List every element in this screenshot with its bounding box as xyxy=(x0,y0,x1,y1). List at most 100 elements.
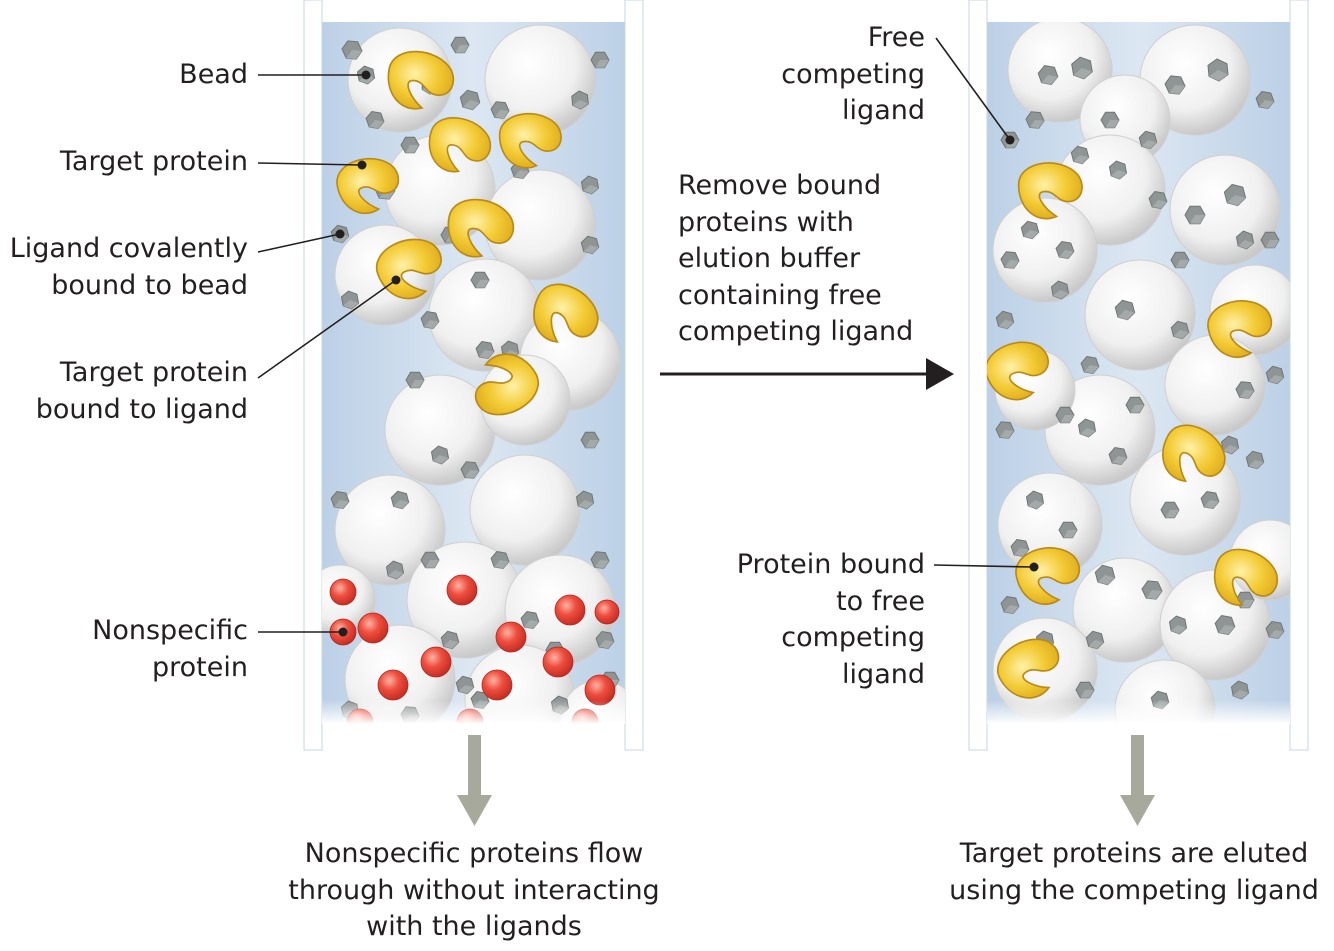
ligand-facet xyxy=(1073,155,1089,164)
label-free-competing-ligand: Free competing ligand xyxy=(781,22,925,126)
nonspecific-leader-dot xyxy=(338,627,348,637)
right-column xyxy=(968,0,1309,751)
ligand-facet xyxy=(1053,290,1069,299)
flow-through-arrow xyxy=(457,735,492,826)
caption-elution: Target proteins are eluted using the com… xyxy=(949,838,1319,906)
ligand-facet xyxy=(1152,200,1167,209)
ligand-facet xyxy=(1165,510,1179,518)
ligand-facet xyxy=(479,350,494,359)
ligand-facet xyxy=(1041,75,1058,85)
ligand-facet xyxy=(1105,120,1119,128)
ligand-facet xyxy=(494,110,509,119)
label-nonspecific-protein: Nonspecific protein xyxy=(92,615,248,683)
ligand-facet xyxy=(594,560,609,569)
caption-flow-through: Nonspecific proteins flow through withou… xyxy=(288,838,660,942)
ligand-facet xyxy=(1004,260,1019,269)
ligand-facet xyxy=(599,640,614,649)
ligand-facet xyxy=(1073,68,1093,79)
ligand-facet xyxy=(1248,460,1264,469)
ligand-facet xyxy=(405,145,419,153)
ligand-facet xyxy=(1269,630,1284,639)
target-protein xyxy=(1213,548,1279,606)
ligand-facet xyxy=(393,500,409,509)
ligand-facet xyxy=(1029,120,1044,129)
ligand-facet xyxy=(425,560,439,568)
ligand-facet xyxy=(464,470,479,479)
ligand-facet xyxy=(1117,310,1135,320)
left-column xyxy=(303,0,644,751)
ligand-facet xyxy=(595,60,609,68)
nonspecific-protein xyxy=(481,669,513,701)
ligand-facet xyxy=(585,440,599,448)
nonspecific-protein xyxy=(446,574,478,606)
ligand-facet xyxy=(1173,330,1189,339)
bead-leader-dot xyxy=(361,70,371,80)
label-target-protein: Target protein xyxy=(59,146,248,177)
nonspecific-protein xyxy=(357,612,389,644)
target-protein xyxy=(533,283,599,343)
ligand-facet xyxy=(1080,690,1094,698)
ligand-facet xyxy=(1227,195,1246,206)
ligand-facet xyxy=(475,280,489,288)
ligand-facet xyxy=(455,45,469,53)
ligand-facet xyxy=(346,50,362,60)
ligand-facet xyxy=(1169,85,1185,95)
target-protein xyxy=(1207,300,1273,358)
target-bound-leader-dot xyxy=(391,275,401,285)
bead xyxy=(334,474,446,586)
nonspecific-protein xyxy=(420,646,452,678)
target-protein xyxy=(375,238,442,300)
nonspecific-protein xyxy=(594,599,620,625)
nonspecific-protein xyxy=(542,646,574,678)
ligand-facet xyxy=(443,640,459,649)
nonspecific-protein xyxy=(554,594,586,626)
ligand-facet xyxy=(1175,260,1189,268)
protein-free-leader-dot xyxy=(1029,562,1039,572)
ligand-facet xyxy=(1190,215,1205,224)
target-protein xyxy=(1162,424,1226,483)
ligand-facet xyxy=(1239,390,1254,399)
ligand-facet xyxy=(1063,530,1077,538)
ligand-facet xyxy=(424,320,439,329)
ligand-facet xyxy=(1028,500,1044,509)
ligand-facet xyxy=(514,170,529,179)
target-protein-leader-line xyxy=(257,162,363,166)
bead xyxy=(1169,154,1281,266)
ligand-facet xyxy=(1014,548,1029,557)
ligand-facet xyxy=(1060,415,1074,423)
ligand-facet xyxy=(998,320,1014,329)
ligand-facet xyxy=(494,560,509,569)
ligand-facet xyxy=(1146,590,1162,600)
ligand-facet xyxy=(578,500,594,509)
bead xyxy=(1084,259,1196,371)
ligand-facet xyxy=(1088,640,1104,649)
ligand-facet xyxy=(1112,456,1127,465)
free-ligand-leader-line xyxy=(935,37,1011,141)
ligand-facet xyxy=(1233,690,1249,699)
ligand-facet xyxy=(343,300,359,309)
ligand-facet xyxy=(1023,230,1039,239)
ligand-facet xyxy=(1259,100,1274,109)
ligand-facet xyxy=(359,75,375,84)
ligand-facet xyxy=(1084,365,1099,374)
nonspecific-protein xyxy=(495,621,527,653)
process-arrow xyxy=(660,358,954,390)
target-bound-leader-line xyxy=(257,279,397,379)
ligand-facet xyxy=(334,500,349,509)
nonspecific-protein xyxy=(329,578,357,606)
ligand-facet xyxy=(1204,500,1219,509)
ligand-facet xyxy=(583,245,599,254)
target-protein xyxy=(387,50,455,110)
target-protein xyxy=(447,198,515,258)
ligand-facet xyxy=(583,185,599,194)
ligand-facet xyxy=(1141,140,1157,149)
bead xyxy=(469,454,581,566)
ligand-facet xyxy=(1080,428,1096,437)
free-ligand-leader-dot xyxy=(1005,135,1015,145)
ligand-bound-leader-line xyxy=(257,233,341,253)
label-bead: Bead xyxy=(179,59,248,90)
nonspecific-protein xyxy=(377,669,409,701)
label-remove-step: Remove bound proteins with elution buffe… xyxy=(678,170,914,347)
ligand-facet xyxy=(410,380,424,388)
